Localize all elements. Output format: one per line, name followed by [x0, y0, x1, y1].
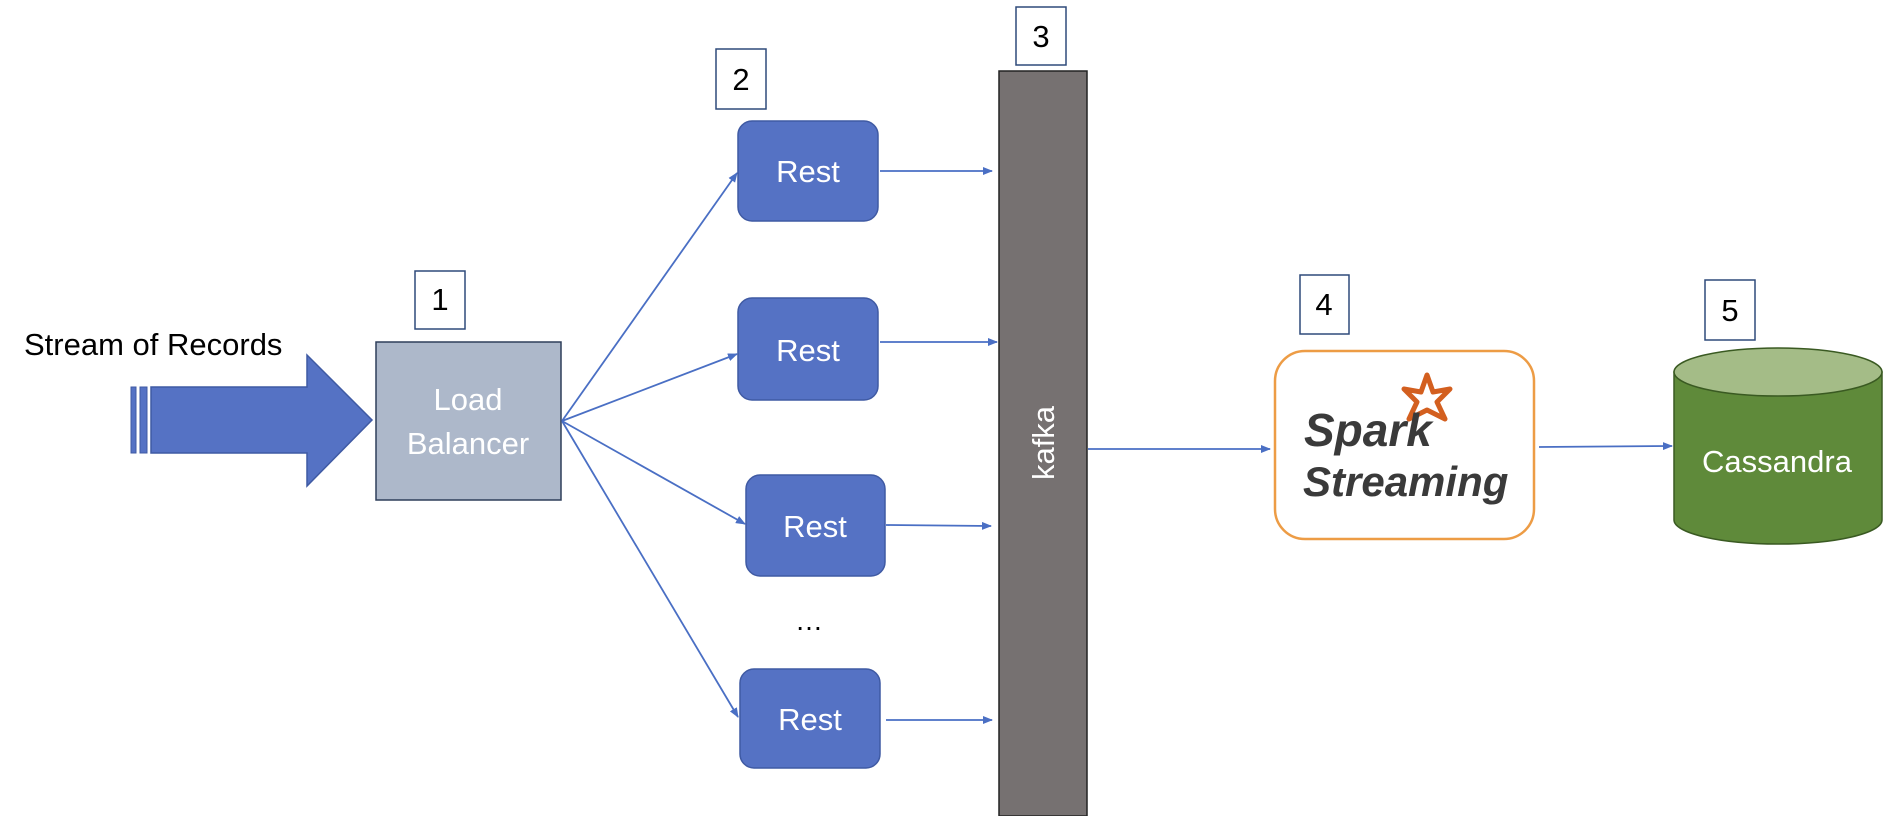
- step-5-badge: 5: [1704, 279, 1756, 341]
- spark-to-cassandra-arrow: [1538, 442, 1673, 451]
- kafka-label: kafka: [1026, 405, 1061, 480]
- rest-label-3: Rest: [783, 509, 847, 544]
- load-balancer-line2: Balancer: [407, 426, 529, 461]
- step-1-badge: 1: [414, 270, 466, 330]
- rest-label-2: Rest: [776, 333, 840, 368]
- rest-label-4: Rest: [778, 702, 842, 737]
- step-3-number: 3: [1032, 19, 1049, 54]
- step-4-number: 4: [1315, 287, 1332, 322]
- spark-logo-line2: Streaming: [1303, 458, 1508, 505]
- fanout-arrows: [561, 172, 746, 718]
- step-2-number: 2: [732, 62, 749, 97]
- load-balancer: Load Balancer: [375, 341, 562, 501]
- step-5-number: 5: [1721, 293, 1738, 328]
- rest-node-4: Rest: [739, 668, 881, 769]
- cassandra-database: Cassandra: [1673, 347, 1883, 545]
- cassandra-label: Cassandra: [1702, 444, 1853, 479]
- step-2-badge: 2: [715, 48, 767, 110]
- rest-node-2: Rest: [737, 297, 879, 401]
- step-4-badge: 4: [1299, 274, 1350, 335]
- spark-streaming-node: Spark Streaming: [1273, 349, 1536, 541]
- spark-logo-line1: Spark: [1304, 404, 1434, 456]
- rest-node-3: Rest: [745, 474, 886, 577]
- stream-arrow: [130, 353, 374, 488]
- rest-ellipsis: …: [795, 605, 823, 636]
- load-balancer-line1: Load: [434, 382, 503, 417]
- rest-node-1: Rest: [737, 120, 879, 222]
- rest-to-kafka-arrows: [880, 167, 998, 724]
- spark-star-icon: [1401, 372, 1453, 422]
- step-1-number: 1: [431, 282, 448, 317]
- kafka-bar: kafka: [998, 70, 1088, 816]
- stream-label: Stream of Records: [24, 327, 282, 362]
- step-3-badge: 3: [1015, 6, 1067, 66]
- rest-label-1: Rest: [776, 154, 840, 189]
